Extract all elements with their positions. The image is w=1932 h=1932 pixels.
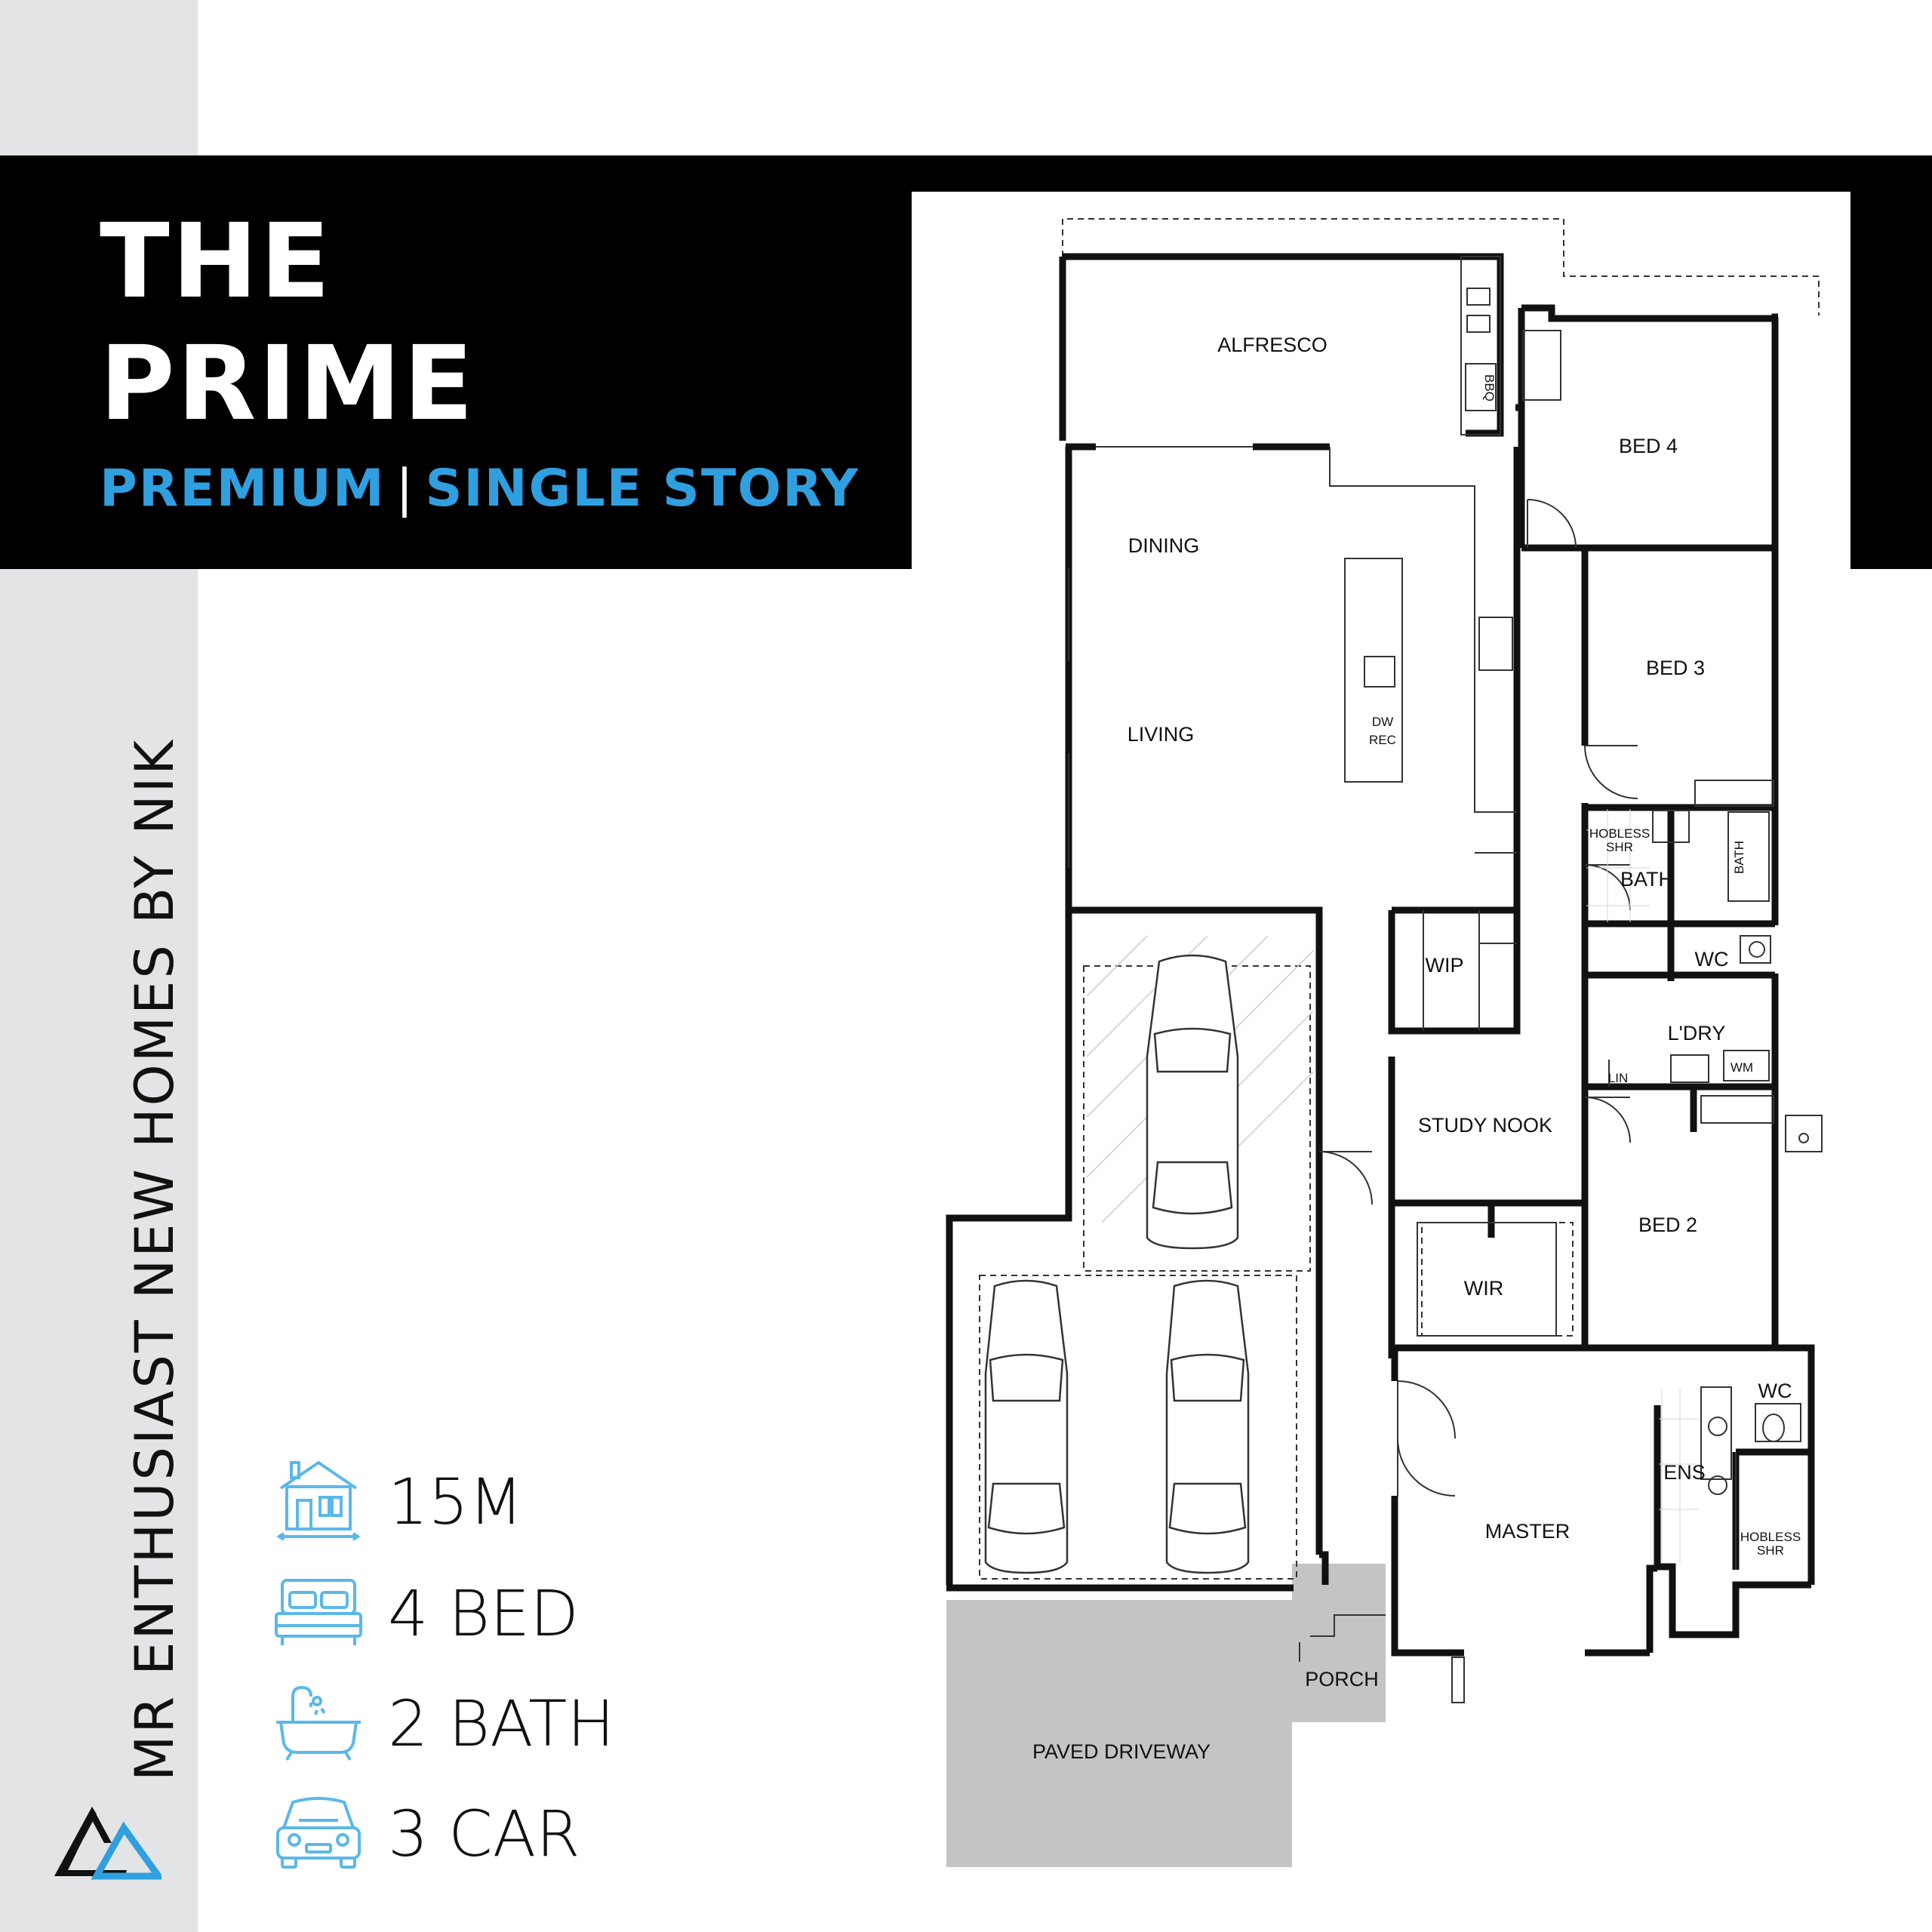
room-bath: BATH	[1620, 868, 1673, 891]
room-wc1: WC	[1695, 948, 1729, 971]
spec-car-label: 3 CAR	[388, 1797, 580, 1871]
room-ens: ENS	[1663, 1461, 1706, 1484]
title-line-1: THE	[100, 202, 333, 321]
room-alfresco: ALFRESCO	[1217, 334, 1327, 356]
label-hobless-shr-1a: HOBLESS	[1589, 826, 1650, 841]
room-wc2: WC	[1758, 1380, 1792, 1402]
label-dw: DW	[1372, 715, 1393, 729]
spec-bedrooms-label: 4 BED	[388, 1577, 579, 1651]
brand-vertical-text: MR ENTHUSIAST NEW HOMES BY NIK	[124, 737, 186, 1781]
story-type-label: SINGLE STORY	[425, 459, 860, 518]
room-ldry: L'DRY	[1668, 1022, 1726, 1044]
paved-driveway	[946, 1600, 1292, 1867]
label-hobless-shr-2a: HOBLESS	[1740, 1530, 1801, 1544]
room-living: LIVING	[1128, 723, 1195, 746]
page-title: THE PRIME	[100, 201, 475, 445]
room-bed3: BED 3	[1646, 657, 1705, 679]
house-icon	[276, 1460, 361, 1541]
room-porch: PORCH	[1305, 1668, 1379, 1690]
subtitle-separator: |	[395, 459, 415, 518]
subtitle: PREMIUM|SINGLE STORY	[100, 459, 860, 519]
spec-bathrooms-label: 2 BATH	[388, 1687, 615, 1761]
room-bed4: BED 4	[1619, 435, 1678, 457]
room-master: MASTER	[1485, 1520, 1571, 1543]
label-lin: LIN	[1608, 1071, 1628, 1085]
spec-bedrooms: 4 BED	[272, 1570, 724, 1668]
room-wip: WIP	[1426, 954, 1464, 977]
room-wir: WIR	[1464, 1277, 1503, 1300]
title-line-2: PRIME	[100, 325, 476, 444]
label-hobless-shr-1b: SHR	[1606, 840, 1633, 854]
spec-width: 15M	[272, 1458, 724, 1556]
room-bed2: BED 2	[1638, 1214, 1697, 1236]
room-dining: DINING	[1128, 534, 1200, 557]
label-hobless-shr-2b: SHR	[1757, 1543, 1784, 1558]
room-paved-driveway: PAVED DRIVEWAY	[1032, 1740, 1211, 1763]
tier-label: PREMIUM	[100, 459, 386, 518]
spec-car: 3 CAR	[272, 1790, 724, 1888]
label-bath-tub: BATH	[1732, 841, 1746, 874]
bath-icon	[276, 1685, 361, 1761]
car-icon	[276, 1797, 361, 1869]
label-rec: REC	[1369, 733, 1396, 747]
bed-icon	[275, 1579, 362, 1645]
spec-width-label: 15M	[388, 1465, 524, 1539]
porch-area	[1292, 1564, 1386, 1722]
spec-bathrooms: 2 BATH	[272, 1680, 724, 1778]
brand-logo-icon	[54, 1807, 162, 1880]
room-study-nook: STUDY NOOK	[1418, 1114, 1552, 1137]
floorplan: ALFRESCO BED 4 DINING LIVING BED 3 BATH …	[946, 218, 1823, 1867]
label-bbq: BBQ	[1482, 374, 1497, 401]
label-wm: WM	[1730, 1060, 1753, 1075]
